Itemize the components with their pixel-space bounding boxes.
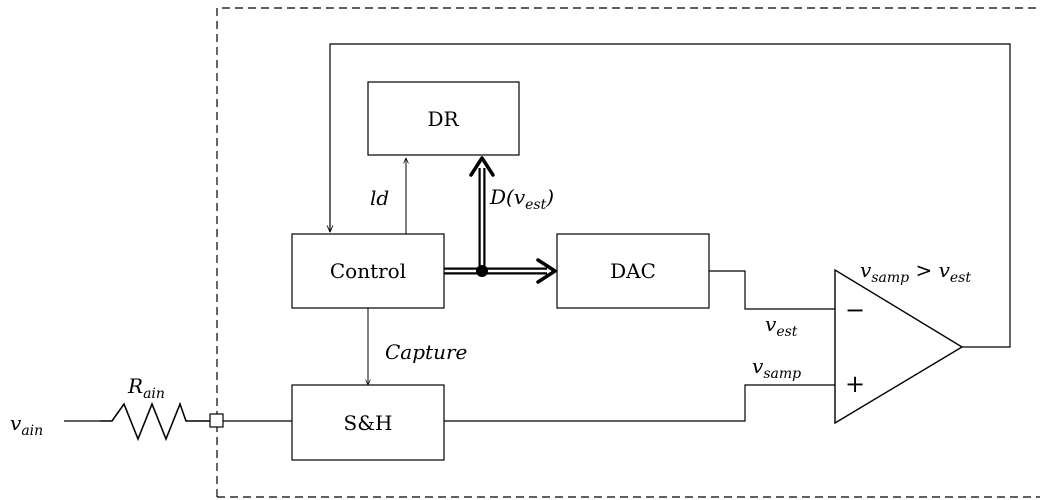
v-est-label: vest [765,312,798,340]
comparator [834,268,964,425]
v-samp-wire [444,384,835,422]
comparator-plus: + [845,370,865,398]
input-label: vain [10,411,43,439]
sample-hold-block [291,384,445,461]
chip-boundary [216,7,1040,498]
ld-label: ld [370,186,389,210]
bus-to-dr-arrow [469,156,495,177]
comparator-minus: − [845,296,865,324]
v-samp-label: vsamp [752,354,801,382]
v-est-wire [709,270,835,310]
resistor [100,401,210,442]
dac-label: DAC [610,259,656,283]
compare-label: vsamp > vest [860,258,971,286]
input-pin [209,413,224,428]
feedback-wire [330,43,1011,348]
digital-word-label: D(vest) [489,185,554,213]
dr-label: DR [427,107,459,131]
bus-to-dac-arrow [536,258,557,284]
dr-block [367,81,520,156]
sample-hold-label: S&H [344,411,393,435]
bus-junction-dot [476,265,488,277]
capture-label: Capture [385,340,467,364]
control-block [291,233,445,309]
resistor-label: Rain [127,374,165,402]
dac-block [556,233,710,309]
control-label: Control [330,259,406,283]
